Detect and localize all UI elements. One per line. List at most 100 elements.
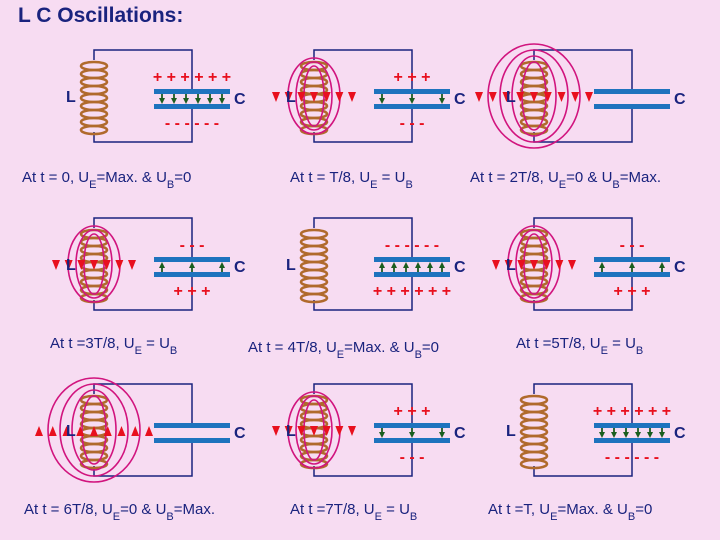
charge-bottom: - - - xyxy=(400,449,425,466)
capacitor xyxy=(154,89,230,109)
capacitor-label: C xyxy=(234,259,246,276)
capacitor xyxy=(374,89,450,109)
caption-p3: At t = 2T/8, UE=0 & UB=Max. xyxy=(470,169,661,191)
capacitor-plate-bottom xyxy=(594,438,670,443)
page-title: L C Oscillations: xyxy=(18,4,184,27)
capacitor xyxy=(594,257,670,277)
inductor-coil xyxy=(519,394,549,470)
field-arrows xyxy=(475,92,593,102)
capacitor-plate-top xyxy=(154,89,230,94)
capacitor-plate-top xyxy=(374,89,450,94)
panel-p2: + + + - - - L C xyxy=(272,49,466,143)
circuit-wire xyxy=(313,217,413,311)
charge-top: - - - xyxy=(620,237,645,254)
inductor-coil xyxy=(299,228,329,304)
caption-p8: At t =7T/8, UE = UB xyxy=(290,501,417,523)
capacitor-label: C xyxy=(674,91,686,108)
capacitor-plate-bottom xyxy=(374,438,450,443)
circuit-wire xyxy=(313,49,413,143)
circuit-wire xyxy=(313,383,413,477)
inductor-label: L xyxy=(286,423,296,440)
charge-top: + + + xyxy=(394,403,431,420)
inductor-label: L xyxy=(66,89,76,106)
circuit-wire xyxy=(533,217,633,311)
caption-p1: At t = 0, UE=Max. & UB=0 xyxy=(22,169,191,191)
charge-top: + + + + + + xyxy=(153,69,231,86)
circuit-wire xyxy=(533,383,633,477)
inductor-label: L xyxy=(506,89,516,106)
electric-field-arrows xyxy=(159,94,225,104)
caption-p5: At t = 4T/8, UE=Max. & UB=0 xyxy=(248,339,439,361)
electric-field-arrows xyxy=(379,262,445,272)
electric-field-arrows xyxy=(599,262,665,272)
charge-top: - - - xyxy=(180,237,205,254)
panel-p8: + + + - - - L C xyxy=(272,383,466,477)
capacitor-plate-top xyxy=(374,423,450,428)
charge-bottom: + + + xyxy=(174,283,211,300)
caption-p6: At t =5T/8, UE = UB xyxy=(516,335,643,357)
capacitor-plate-bottom xyxy=(594,104,670,109)
inductor-coil xyxy=(79,60,109,136)
capacitor-plate-bottom xyxy=(374,104,450,109)
field-arrows xyxy=(272,426,356,436)
charge-bottom: + + + + + + xyxy=(373,283,451,300)
circuit-wire xyxy=(93,49,193,143)
field-arrows xyxy=(35,426,153,436)
caption-p4: At t =3T/8, UE = UB xyxy=(50,335,177,357)
charge-top: - - - - - - xyxy=(385,237,439,254)
charge-bottom: + + + xyxy=(614,283,651,300)
capacitor-label: C xyxy=(454,91,466,108)
inductor-label: L xyxy=(506,257,516,274)
capacitor-label: C xyxy=(454,259,466,276)
capacitor-plate-top xyxy=(594,423,670,428)
capacitor xyxy=(374,257,450,277)
field-arrows xyxy=(272,92,356,102)
charge-top: + + + + + + xyxy=(593,403,671,420)
caption-p2: At t = T/8, UE = UB xyxy=(290,169,413,191)
capacitor-plate-bottom xyxy=(154,438,230,443)
panel-p5: - - - - - - + + + + + + L C xyxy=(286,217,466,311)
circuit-wire xyxy=(93,217,193,311)
charge-bottom: - - - - - - xyxy=(605,449,659,466)
circuit-wire xyxy=(533,49,633,143)
charge-bottom: - - - xyxy=(400,115,425,132)
inductor-label: L xyxy=(286,89,296,106)
panel-p4: - - - + + + L C xyxy=(52,217,246,311)
inductor-label: L xyxy=(286,257,296,274)
capacitor xyxy=(154,423,230,443)
inductor-label: L xyxy=(506,423,516,440)
capacitor-plate-top xyxy=(154,423,230,428)
capacitor xyxy=(154,257,230,277)
electric-field-arrows xyxy=(379,428,445,438)
charge-bottom: - - - - - - xyxy=(165,115,219,132)
capacitor-plate-bottom xyxy=(154,272,230,277)
electric-field-arrows xyxy=(379,94,445,104)
electric-field-arrows xyxy=(599,428,665,438)
capacitor-plate-bottom xyxy=(594,272,670,277)
inductor-label: L xyxy=(66,257,76,274)
capacitor-label: C xyxy=(674,425,686,442)
caption-p7: At t = 6T/8, UE=0 & UB=Max. xyxy=(24,501,215,523)
capacitor-plate-top xyxy=(374,257,450,262)
circuit-wire xyxy=(93,383,193,477)
field-arrows xyxy=(492,260,576,270)
panel-p9: + + + + + + - - - - - - L C xyxy=(506,383,686,477)
charge-top: + + + xyxy=(394,69,431,86)
capacitor xyxy=(594,89,670,109)
capacitor-plate-top xyxy=(154,257,230,262)
capacitor-plate-bottom xyxy=(374,272,450,277)
capacitor xyxy=(594,423,670,443)
inductor-label: L xyxy=(66,423,76,440)
capacitor-label: C xyxy=(234,425,246,442)
capacitor-label: C xyxy=(454,425,466,442)
capacitor-plate-top xyxy=(594,89,670,94)
caption-p9: At t =T, UE=Max. & UB=0 xyxy=(488,501,652,523)
capacitor-plate-bottom xyxy=(154,104,230,109)
field-arrows xyxy=(52,260,136,270)
capacitor-plate-top xyxy=(594,257,670,262)
